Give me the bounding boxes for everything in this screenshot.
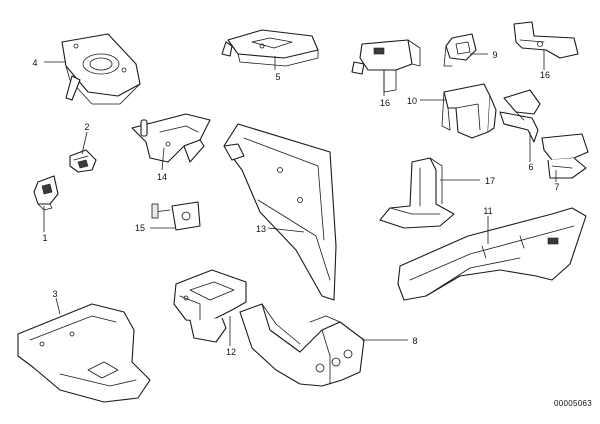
callout-13: 13	[256, 224, 266, 234]
callout-1: 1	[42, 233, 47, 243]
leader-2	[81, 131, 88, 155]
part-6-clip-bracket	[499, 89, 541, 143]
callout-16b: 16	[540, 70, 550, 80]
callout-10: 10	[407, 96, 417, 106]
part-9-small-bracket	[443, 33, 477, 67]
callout-12: 12	[226, 347, 236, 357]
callout-4: 4	[32, 58, 37, 68]
callout-2: 2	[84, 122, 89, 132]
part-13-gusset-panel	[223, 123, 337, 301]
callout-11: 11	[483, 206, 492, 216]
part-7-clip-bracket	[541, 133, 589, 179]
part-11-long-rail	[397, 207, 587, 301]
part-15-nut-plate	[151, 201, 201, 231]
callout-17: 17	[485, 176, 495, 186]
leader-lines	[43, 50, 557, 346]
part-17-upright-bracket	[379, 157, 455, 229]
part-3-floor-bracket	[17, 303, 151, 403]
part-12-bracket-assembly	[173, 269, 247, 343]
leader-3	[55, 297, 61, 315]
part-14-stud-bracket	[131, 113, 211, 163]
callout-5: 5	[275, 72, 280, 82]
part-1-clip	[33, 175, 59, 211]
part-5-upper-bracket	[221, 29, 319, 67]
leader-14	[161, 147, 165, 171]
part-10-channel-bracket	[441, 83, 497, 139]
part-4-bracket-plate	[61, 33, 141, 105]
callout-16a: 16	[380, 98, 390, 108]
leader-13	[267, 227, 305, 233]
drawing-reference-code: 00005063	[554, 399, 592, 408]
callout-8: 8	[412, 336, 417, 346]
part-16-bracket-upper	[351, 39, 421, 93]
callout-3: 3	[52, 289, 57, 299]
callout-15: 15	[135, 223, 145, 233]
part-8-u-bracket	[239, 303, 365, 387]
part-2-small-clip	[69, 149, 97, 173]
part-16-clip-upper-right	[513, 21, 579, 59]
callout-9: 9	[492, 50, 497, 60]
callout-6: 6	[528, 162, 533, 172]
callout-14: 14	[157, 172, 167, 182]
callout-7: 7	[554, 182, 559, 192]
callout-labels: 4 5 16 9 16 10 2 14 6 7 17 1 15 13 11 3 …	[32, 50, 559, 357]
